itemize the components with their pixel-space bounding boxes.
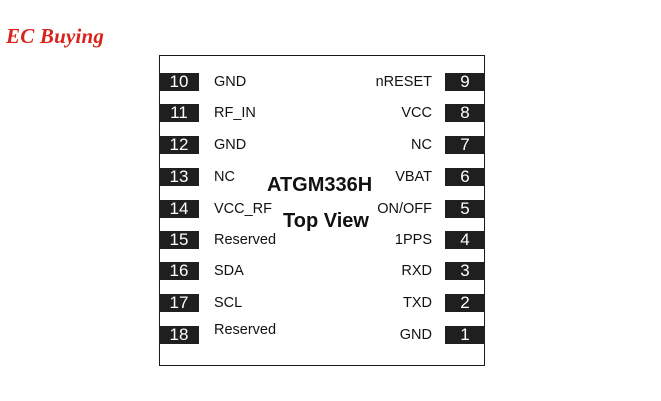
pin-label-1: GND (399, 327, 432, 343)
pin-number-6: 6 (445, 168, 485, 186)
pin-number-1: 1 (445, 326, 485, 344)
pin-label-5: ON/OFF (377, 201, 432, 217)
pin-number-9: 9 (445, 73, 485, 91)
pin-number-14: 14 (159, 200, 199, 218)
brand-logo: EC Buying (6, 24, 105, 48)
pin-label-9: nRESET (375, 74, 432, 90)
pin-label-11: RF_IN (214, 105, 256, 121)
pin-number-3: 3 (445, 262, 485, 280)
pin-label-15: Reserved (214, 232, 277, 248)
pin-label-4: 1PPS (394, 232, 432, 248)
pin-number-12: 12 (159, 136, 199, 154)
pin-label-18: Reserved (214, 322, 277, 338)
pin-label-8: VCC (401, 105, 432, 121)
pin-number-13: 13 (159, 168, 199, 186)
pin-label-3: RXD (401, 263, 432, 279)
chip-view-label: Top View (283, 210, 369, 232)
pin-number-17: 17 (159, 294, 199, 312)
pin-label-6: VBAT (395, 169, 432, 185)
pin-number-16: 16 (159, 262, 199, 280)
pin-label-7: NC (411, 137, 432, 153)
pin-number-18: 18 (159, 326, 199, 344)
pin-label-17: SCL (214, 295, 243, 311)
pin-number-7: 7 (445, 136, 485, 154)
pin-number-15: 15 (159, 231, 199, 249)
pin-label-10: GND (214, 74, 247, 90)
chip-name: ATGM336H (267, 174, 373, 196)
pin-number-2: 2 (445, 294, 485, 312)
pin-number-5: 5 (445, 200, 485, 218)
pin-label-14: VCC_RF (214, 201, 273, 217)
pin-label-16: SDA (214, 263, 244, 279)
pin-label-12: GND (214, 137, 247, 153)
pin-label-13: NC (214, 169, 235, 185)
pin-number-11: 11 (159, 104, 199, 122)
pin-label-2: TXD (403, 295, 432, 311)
pin-number-4: 4 (445, 231, 485, 249)
pin-number-10: 10 (159, 73, 199, 91)
pin-number-8: 8 (445, 104, 485, 122)
